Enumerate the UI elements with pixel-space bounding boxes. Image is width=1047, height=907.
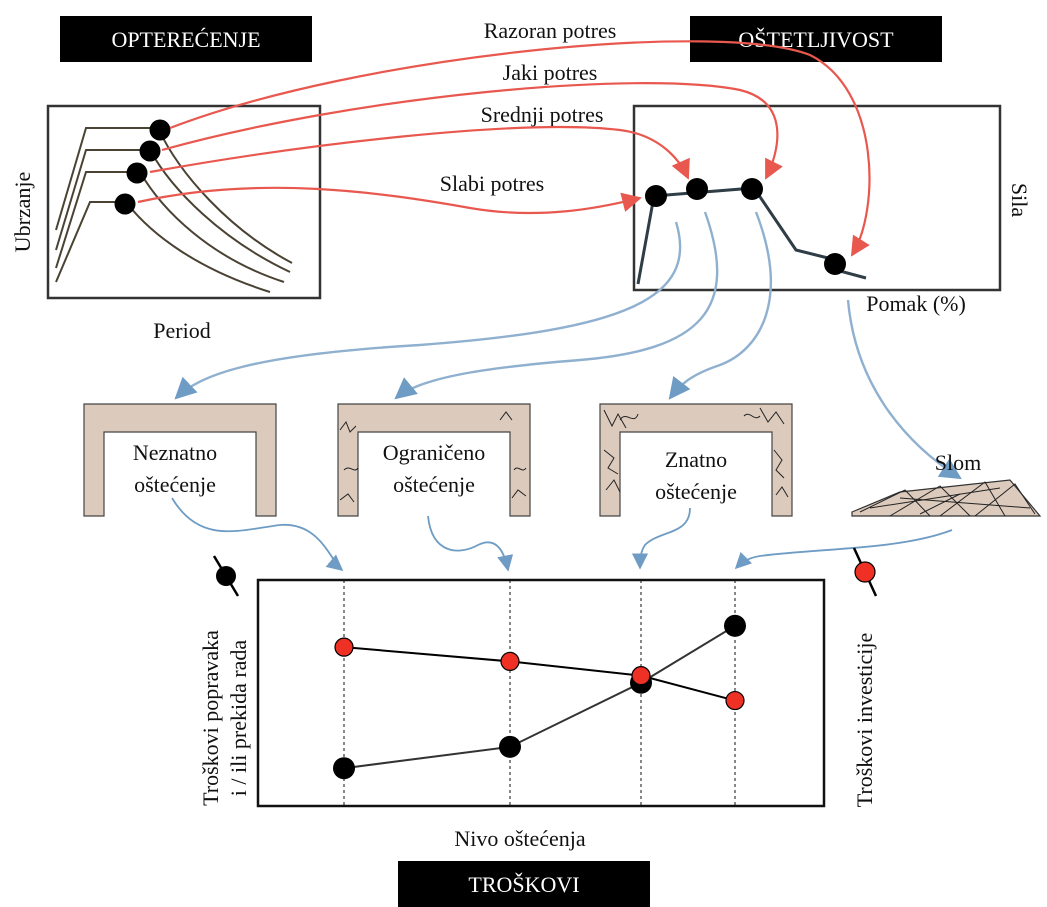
arrow-to-significant bbox=[668, 211, 772, 400]
point-black-0 bbox=[333, 757, 355, 780]
crack-pattern-significant bbox=[603, 407, 789, 498]
frame-slight bbox=[83, 403, 277, 517]
arrow-to-limited bbox=[394, 211, 719, 400]
arrow-significant-to-cost bbox=[631, 507, 691, 570]
arrow-medium bbox=[149, 125, 690, 180]
capacity-marker-slight bbox=[645, 185, 667, 207]
label-limited-1: Ograničeno bbox=[383, 440, 486, 465]
point-red-0 bbox=[334, 637, 354, 657]
arrow-slight-to-cost bbox=[171, 497, 344, 572]
point-red-1 bbox=[500, 651, 520, 672]
label-slight-2: oštećenje bbox=[134, 472, 216, 497]
load-title: OPTEREĆENJE bbox=[111, 27, 260, 52]
frame-significant bbox=[599, 403, 793, 517]
series-line-red bbox=[343, 646, 736, 702]
cost-chart bbox=[256, 578, 826, 808]
frame-limited bbox=[337, 403, 531, 517]
label-collapse: Slom bbox=[935, 450, 981, 475]
series-line-black bbox=[343, 624, 736, 770]
vulnerability-title: OŠTETLJIVOST bbox=[738, 27, 894, 52]
label-significant-1: Znatno bbox=[665, 447, 727, 472]
eq-label-strong: Jaki potres bbox=[503, 60, 598, 85]
spectrum-ylabel: Ubrzanje bbox=[10, 172, 35, 253]
capacity-marker-significant bbox=[741, 178, 763, 200]
frame-collapse bbox=[851, 479, 1042, 517]
crack-pattern-limited bbox=[339, 411, 527, 503]
arrow-collapse-to-cost bbox=[734, 529, 953, 570]
capacity-marker-limited bbox=[686, 178, 708, 200]
point-red-2 bbox=[631, 666, 651, 686]
eq-label-weak: Slabi potres bbox=[440, 171, 545, 196]
label-limited-2: oštećenje bbox=[393, 472, 475, 497]
cost-title: TROŠKOVI bbox=[468, 872, 579, 897]
cost-left-axis-1: Troškovi popravaka bbox=[198, 630, 223, 806]
damage-labels: Neznatno oštećenje Ograničeno oštećenje … bbox=[112, 436, 981, 508]
spectrum-panel bbox=[46, 104, 322, 300]
arrow-strong bbox=[161, 82, 783, 180]
rubble-pattern bbox=[859, 481, 1036, 517]
damage-arrows bbox=[174, 211, 962, 480]
spectrum-marker-destructive bbox=[149, 119, 171, 141]
point-black-1 bbox=[499, 735, 521, 758]
capacity-ylabel: Sila bbox=[1007, 183, 1032, 217]
eq-label-destructive: Razoran potres bbox=[484, 18, 617, 43]
cost-xlabel: Nivo oštećenja bbox=[454, 826, 586, 851]
eq-label-medium: Srednji potres bbox=[481, 102, 604, 127]
capacity-marker-collapse bbox=[824, 253, 846, 275]
capacity-xlabel: Pomak (%) bbox=[866, 291, 966, 316]
spectrum-marker-weak bbox=[114, 193, 136, 215]
cost-right-axis: Troškovi investicije bbox=[852, 633, 877, 808]
arrow-limited-to-cost bbox=[427, 515, 514, 572]
vulnerability-title-box: OŠTETLJIVOST bbox=[690, 16, 942, 62]
arrow-destructive bbox=[169, 40, 871, 257]
legend-red-marker bbox=[852, 547, 878, 597]
capacity-panel bbox=[632, 104, 1002, 292]
point-black-3 bbox=[724, 614, 746, 637]
cost-arrows bbox=[171, 497, 953, 572]
load-title-box: OPTEREĆENJE bbox=[60, 16, 312, 62]
point-red-3 bbox=[725, 690, 745, 711]
arrow-to-slight bbox=[174, 221, 682, 400]
cost-chart-series bbox=[333, 614, 746, 780]
legend-black-marker bbox=[212, 555, 240, 597]
spectrum-marker-medium bbox=[126, 162, 148, 184]
arrow-weak bbox=[137, 186, 642, 215]
arrow-to-collapse bbox=[846, 299, 962, 480]
label-significant-2: oštećenje bbox=[655, 479, 737, 504]
cost-left-axis-2: i / ili prekida rada bbox=[226, 640, 251, 797]
spectrum-marker-strong bbox=[139, 140, 161, 162]
earthquake-arrows bbox=[137, 40, 871, 257]
cost-title-box: TROŠKOVI bbox=[398, 861, 650, 907]
label-slight-1: Neznatno bbox=[133, 440, 217, 465]
spectrum-xlabel: Period bbox=[153, 318, 210, 343]
